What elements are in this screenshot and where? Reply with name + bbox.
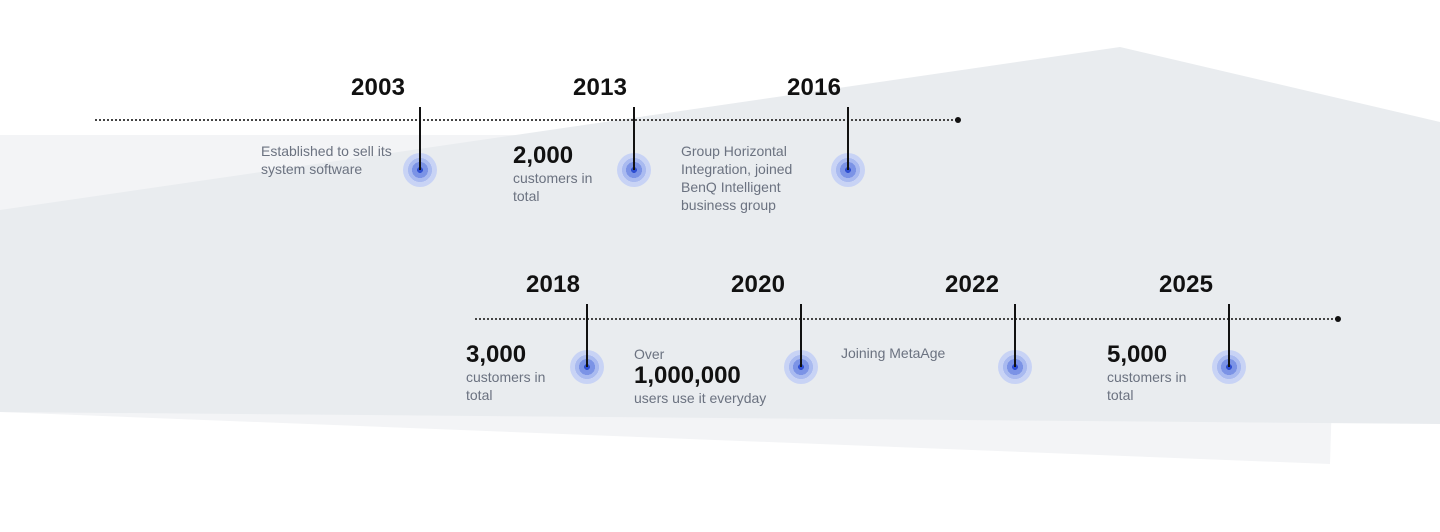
milestone-year: 2018 xyxy=(526,271,581,298)
timeline-end-dot xyxy=(955,117,961,123)
milestone-stem xyxy=(1228,304,1230,367)
milestone-text: customers in total xyxy=(513,170,593,204)
milestone-description: Over 1,000,000 users use it everyday xyxy=(634,345,784,407)
milestone-text: customers in total xyxy=(466,369,546,403)
milestone-text: Group Horizontal Integration, joined Ben… xyxy=(681,143,793,213)
milestone-text: Joining MetaAge xyxy=(841,345,946,361)
milestone-text: users use it everyday xyxy=(634,390,767,406)
milestone-year: 2025 xyxy=(1159,271,1214,298)
timeline-line xyxy=(95,119,957,121)
milestone-text: customers in total xyxy=(1107,369,1187,403)
milestone-year: 2003 xyxy=(351,74,406,101)
timeline-line xyxy=(475,318,1337,320)
milestone-stem xyxy=(800,304,802,367)
milestone-prefix: Over xyxy=(634,346,665,362)
milestone-number: 3,000 xyxy=(466,341,527,368)
milestone-year: 2022 xyxy=(945,271,1000,298)
milestone-description: Joining MetaAge xyxy=(841,344,981,362)
milestone-stem xyxy=(419,107,421,170)
milestone-number: 5,000 xyxy=(1107,341,1168,368)
milestone-description: 3,000 customers in total xyxy=(466,342,561,404)
milestone-year: 2013 xyxy=(573,74,628,101)
milestone-stem xyxy=(1014,304,1016,367)
milestone-number: 1,000,000 xyxy=(634,362,741,389)
timeline-end-dot xyxy=(1335,316,1341,322)
background-band xyxy=(0,47,1440,424)
milestone-description: Group Horizontal Integration, joined Ben… xyxy=(681,142,816,214)
milestone-text: Established to sell its system software xyxy=(261,143,392,177)
milestone-number: 2,000 xyxy=(513,142,574,169)
milestone-description: 5,000 customers in total xyxy=(1107,342,1202,404)
milestone-description: Established to sell its system software xyxy=(261,142,411,178)
milestone-year: 2016 xyxy=(787,74,842,101)
milestone-description: 2,000 customers in total xyxy=(513,143,608,205)
milestone-stem xyxy=(633,107,635,170)
milestone-stem xyxy=(847,107,849,170)
milestone-year: 2020 xyxy=(731,271,786,298)
milestone-stem xyxy=(586,304,588,367)
